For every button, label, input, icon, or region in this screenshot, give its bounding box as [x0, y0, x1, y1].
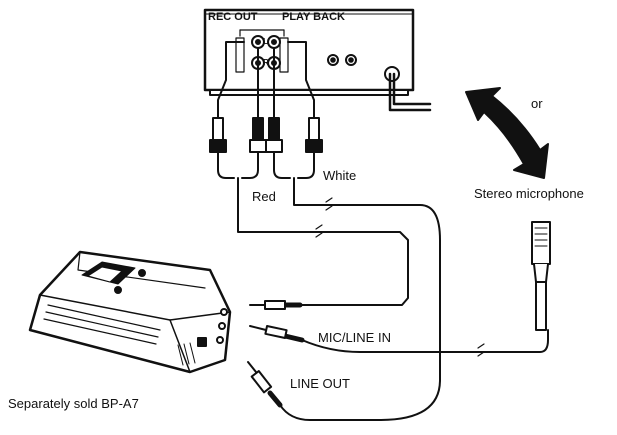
rca-plugs — [209, 117, 323, 153]
recorder-label: Separately sold BP-A7 — [8, 396, 139, 411]
line-out-label: LINE OUT — [290, 376, 350, 391]
rca-cables — [217, 151, 441, 421]
recorder — [28, 250, 232, 374]
or-arrow — [465, 87, 549, 179]
mic-cable — [301, 329, 549, 357]
stereo-microphone — [531, 221, 551, 331]
rec-out-label: REC OUT — [208, 11, 258, 23]
deck-cables — [217, 41, 315, 119]
white-cable-label: White — [323, 168, 357, 183]
or-label: or — [531, 96, 543, 111]
audio-deck — [203, 8, 415, 96]
jack-l-label: L — [263, 37, 268, 46]
power-cord — [384, 66, 432, 112]
red-cable-label: Red — [252, 189, 276, 204]
jack-r-label: R — [263, 58, 269, 67]
stereo-microphone-label: Stereo microphone — [474, 186, 584, 201]
play-back-label: PLAY BACK — [282, 11, 345, 23]
mic-line-in-label: MIC/LINE IN — [318, 330, 391, 345]
mini-plugs — [247, 300, 305, 408]
